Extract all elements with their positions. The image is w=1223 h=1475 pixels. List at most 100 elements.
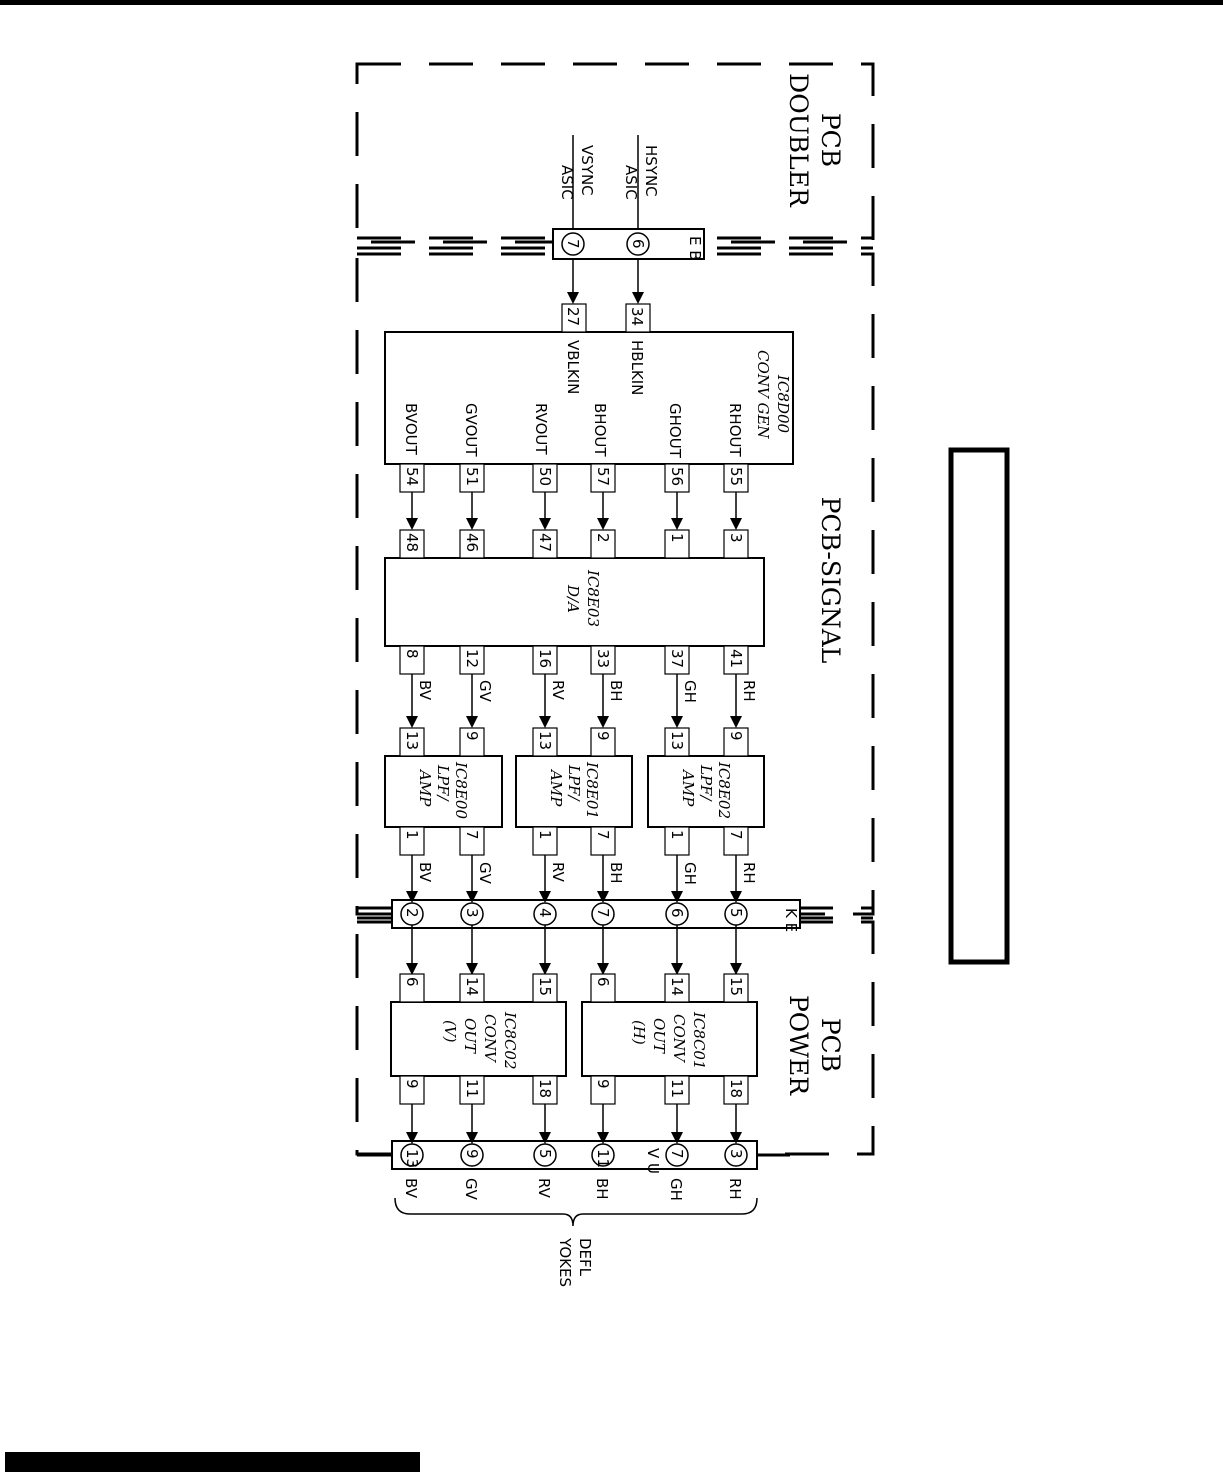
conv-out-in-pin-box [590, 973, 616, 1003]
da-in-pin-box [399, 529, 425, 559]
lpf-in-pin-box [664, 727, 690, 757]
svg-text:LPF/: LPF/ [565, 764, 583, 802]
da-in-pin-box [590, 529, 616, 559]
ke-label: K E [782, 908, 800, 932]
vu-pin: 13 [403, 1149, 421, 1168]
svg-text:IC8E02: IC8E02 [715, 761, 733, 819]
signal-label: RH [740, 862, 758, 884]
vu-pin-circle [460, 1143, 484, 1167]
da-out-pin-box [532, 645, 558, 675]
yoke-signal-label: BV [402, 1178, 420, 1199]
signal-label: BV [416, 862, 434, 883]
da-in-pin: 3 [727, 533, 745, 543]
conv-gen-out-pin-box [664, 463, 690, 493]
lpf-in-pin-box [532, 727, 558, 757]
da-in-pin: 2 [594, 533, 612, 543]
signal-label: GV [476, 862, 494, 885]
board-label-power: PCB POWER [784, 995, 845, 1096]
lpf-in-pin: 13 [403, 731, 421, 750]
conv-gen-out-pin: 55 [727, 467, 745, 486]
svg-text:POWER: POWER [784, 995, 813, 1096]
ic-conv-out-h: IC8C01 CONV OUT (H) [581, 1001, 758, 1077]
input-label-vsync: VSYNC ASIC [558, 145, 596, 200]
conv-out-in-pin: 6 [594, 977, 612, 987]
da-out-pin: 37 [668, 649, 686, 668]
yoke-signal-label: GV [462, 1178, 480, 1201]
conv-out-in-pin: 15 [727, 977, 745, 996]
da-in-pin: 46 [463, 533, 481, 552]
signal-label: GV [476, 680, 494, 703]
svg-text:AMP: AMP [416, 768, 434, 807]
eb-pin-1: 7 [564, 239, 582, 249]
da-in-pin-box [459, 529, 485, 559]
svg-text:OUT: OUT [650, 1018, 668, 1054]
ke-pin: 6 [668, 908, 686, 918]
da-out-pin-box [399, 645, 425, 675]
signal-label: RV [549, 862, 567, 883]
da-out-pin: 12 [463, 649, 481, 668]
eb-label: E B [686, 236, 704, 261]
conv-out-in-pin-box [459, 973, 485, 1003]
svg-text:CONV: CONV [481, 1014, 499, 1064]
ke-pin: 2 [403, 908, 421, 918]
svg-text:D/A: D/A [564, 584, 582, 613]
lpf-out-pin-box [532, 826, 558, 856]
signal-label: BH [607, 862, 625, 884]
lpf-in-pin-box [399, 727, 425, 757]
da-out-pin: 33 [594, 649, 612, 668]
conv-out-in-pin-box [723, 973, 749, 1003]
top-border [0, 0, 1223, 5]
ic-lpf-1: IC8E01 LPF/ AMP [515, 755, 633, 828]
svg-text:IC8C01: IC8C01 [690, 1011, 708, 1070]
lpf-in-pin: 9 [594, 731, 612, 741]
svg-text:AMP: AMP [679, 768, 697, 807]
vu-pin-circle [400, 1143, 424, 1167]
da-in-pin-box [664, 529, 690, 559]
da-name: IC8E03 [584, 569, 602, 627]
conv-out-in-pin: 6 [403, 977, 421, 987]
conv-out-out-pin: 18 [727, 1079, 745, 1098]
lpf-out-pin-box [590, 826, 616, 856]
lpf-out-pin-box [664, 826, 690, 856]
lpf-out-pin: 1 [403, 830, 421, 840]
lpf-in-pin: 13 [536, 731, 554, 750]
conv-out-in-pin-box [532, 973, 558, 1003]
svg-text:LPF/: LPF/ [434, 764, 452, 802]
svg-text:DOUBLER: DOUBLER [784, 73, 813, 208]
lpf-in-pin: 9 [727, 731, 745, 741]
yokes-brace: DEFL YOKES [394, 1197, 758, 1287]
vu-label: V U [644, 1148, 662, 1174]
conv-gen-out-pin-box [459, 463, 485, 493]
ke-pin: 5 [727, 908, 745, 918]
conv-gen-out-pin: 51 [463, 467, 481, 486]
yoke-signal-label: RH [726, 1178, 744, 1200]
signal-label: GH [681, 862, 699, 885]
eb-pin-2: 6 [629, 239, 647, 249]
side-frame [948, 447, 1010, 965]
svg-text:CONV: CONV [670, 1014, 688, 1064]
connector-eb: 7 6 E B [552, 228, 705, 261]
svg-text:PCB: PCB [816, 113, 845, 167]
conv-out-out-pin: 9 [594, 1079, 612, 1089]
lpf-in-pin-box [723, 727, 749, 757]
board-label-doubler: PCB DOUBLER [784, 73, 845, 208]
conv-out-out-pin: 9 [403, 1079, 421, 1089]
lpf-out-pin: 1 [668, 830, 686, 840]
svg-text:GVOUT: GVOUT [462, 403, 480, 457]
conv-out-in-pin-box [664, 973, 690, 1003]
conv-gen-name: IC8D00 [774, 374, 792, 434]
da-in-pin-box [723, 529, 749, 559]
conv-out-out-pin: 11 [463, 1079, 481, 1098]
conv-gen-out-pin: 50 [536, 467, 554, 486]
da-out-pin: 16 [536, 649, 554, 668]
svg-text:HBLKIN: HBLKIN [628, 340, 646, 395]
conv-out-out-pin-box [664, 1075, 690, 1105]
lpf-out-pin-box [399, 826, 425, 856]
board-label-signal: PCB-SIGNAL [816, 497, 845, 664]
ke-pin: 4 [536, 908, 554, 918]
signal-channels: 54488BV131BV26913BV514612GV97GV314119GV5… [399, 463, 758, 1201]
svg-text:CONV GEN: CONV GEN [754, 350, 772, 439]
signal-label: RV [549, 680, 567, 701]
da-out-pin: 41 [727, 649, 745, 668]
bottom-bar [5, 1452, 420, 1472]
